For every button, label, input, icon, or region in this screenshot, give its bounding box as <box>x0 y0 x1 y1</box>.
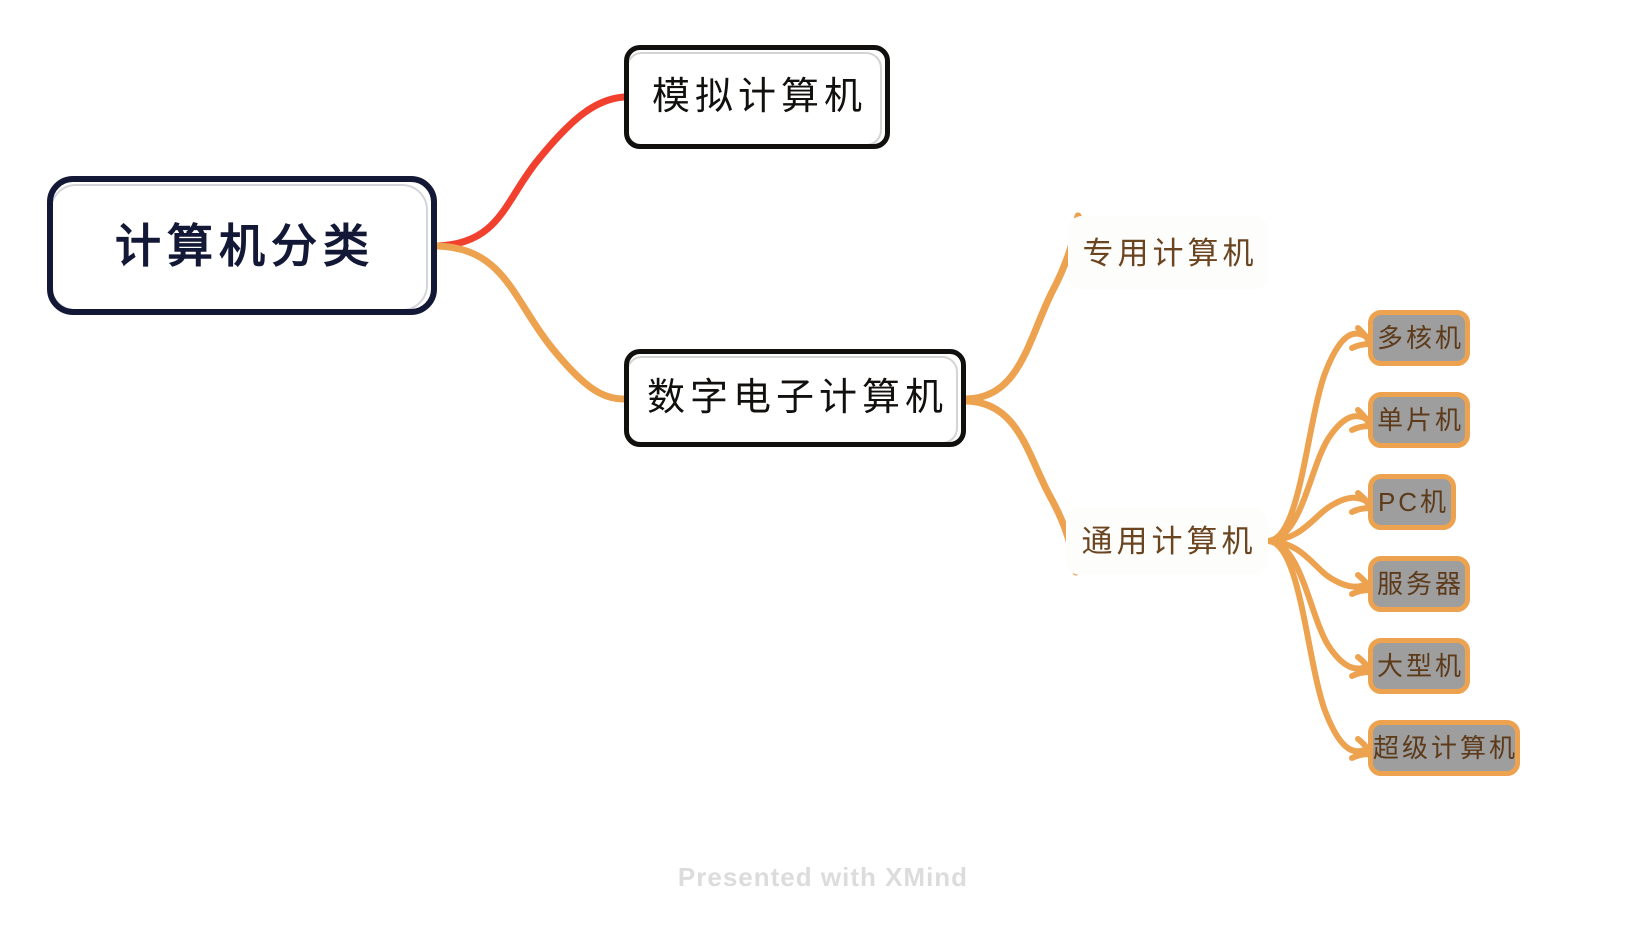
node-digital-computer-label: 数字电子计算机 <box>646 377 948 419</box>
node-server-label: 服务器 <box>1376 569 1464 599</box>
node-microcontroller-label: 单片机 <box>1376 405 1464 435</box>
node-analog-computer-label: 模拟计算机 <box>651 76 867 118</box>
node-multicore-label: 多核机 <box>1376 323 1464 353</box>
node-general-purpose-computer-label: 通用计算机 <box>1081 524 1257 559</box>
edge-general-to-pc <box>1265 494 1371 544</box>
edge-digital-to-special <box>962 215 1082 403</box>
edge-digital-to-general <box>962 397 1080 574</box>
node-pc[interactable]: PC机 <box>1368 474 1456 530</box>
node-supercomputer[interactable]: 超级计算机 <box>1368 720 1520 776</box>
node-digital-computer[interactable]: 数字电子计算机 <box>624 349 966 447</box>
node-microcontroller[interactable]: 单片机 <box>1368 392 1470 448</box>
node-server[interactable]: 服务器 <box>1368 556 1470 612</box>
edge-general-to-mcu <box>1265 413 1371 544</box>
node-mainframe-label: 大型机 <box>1376 651 1464 681</box>
xmind-watermark: Presented with XMind <box>677 862 969 892</box>
node-analog-computer[interactable]: 模拟计算机 <box>624 45 890 149</box>
node-special-purpose-computer[interactable]: 专用计算机 <box>1068 216 1268 290</box>
node-mainframe[interactable]: 大型机 <box>1368 638 1470 694</box>
node-root[interactable]: 计算机分类 <box>47 176 437 315</box>
node-general-purpose-computer[interactable]: 通用计算机 <box>1066 508 1268 575</box>
edge-general-to-supercomputer <box>1265 538 1371 755</box>
node-multicore[interactable]: 多核机 <box>1368 310 1470 366</box>
node-supercomputer-label: 超级计算机 <box>1373 733 1519 763</box>
edge-root-to-digital <box>433 242 628 403</box>
node-root-label: 计算机分类 <box>115 219 375 272</box>
edge-root-to-analog <box>433 93 628 250</box>
edge-general-to-server <box>1265 538 1371 590</box>
edge-general-to-multicore <box>1265 330 1371 544</box>
node-special-purpose-computer-label: 专用计算机 <box>1082 235 1258 271</box>
edge-general-to-mainframe <box>1265 538 1371 672</box>
node-pc-label: PC机 <box>1377 487 1450 517</box>
